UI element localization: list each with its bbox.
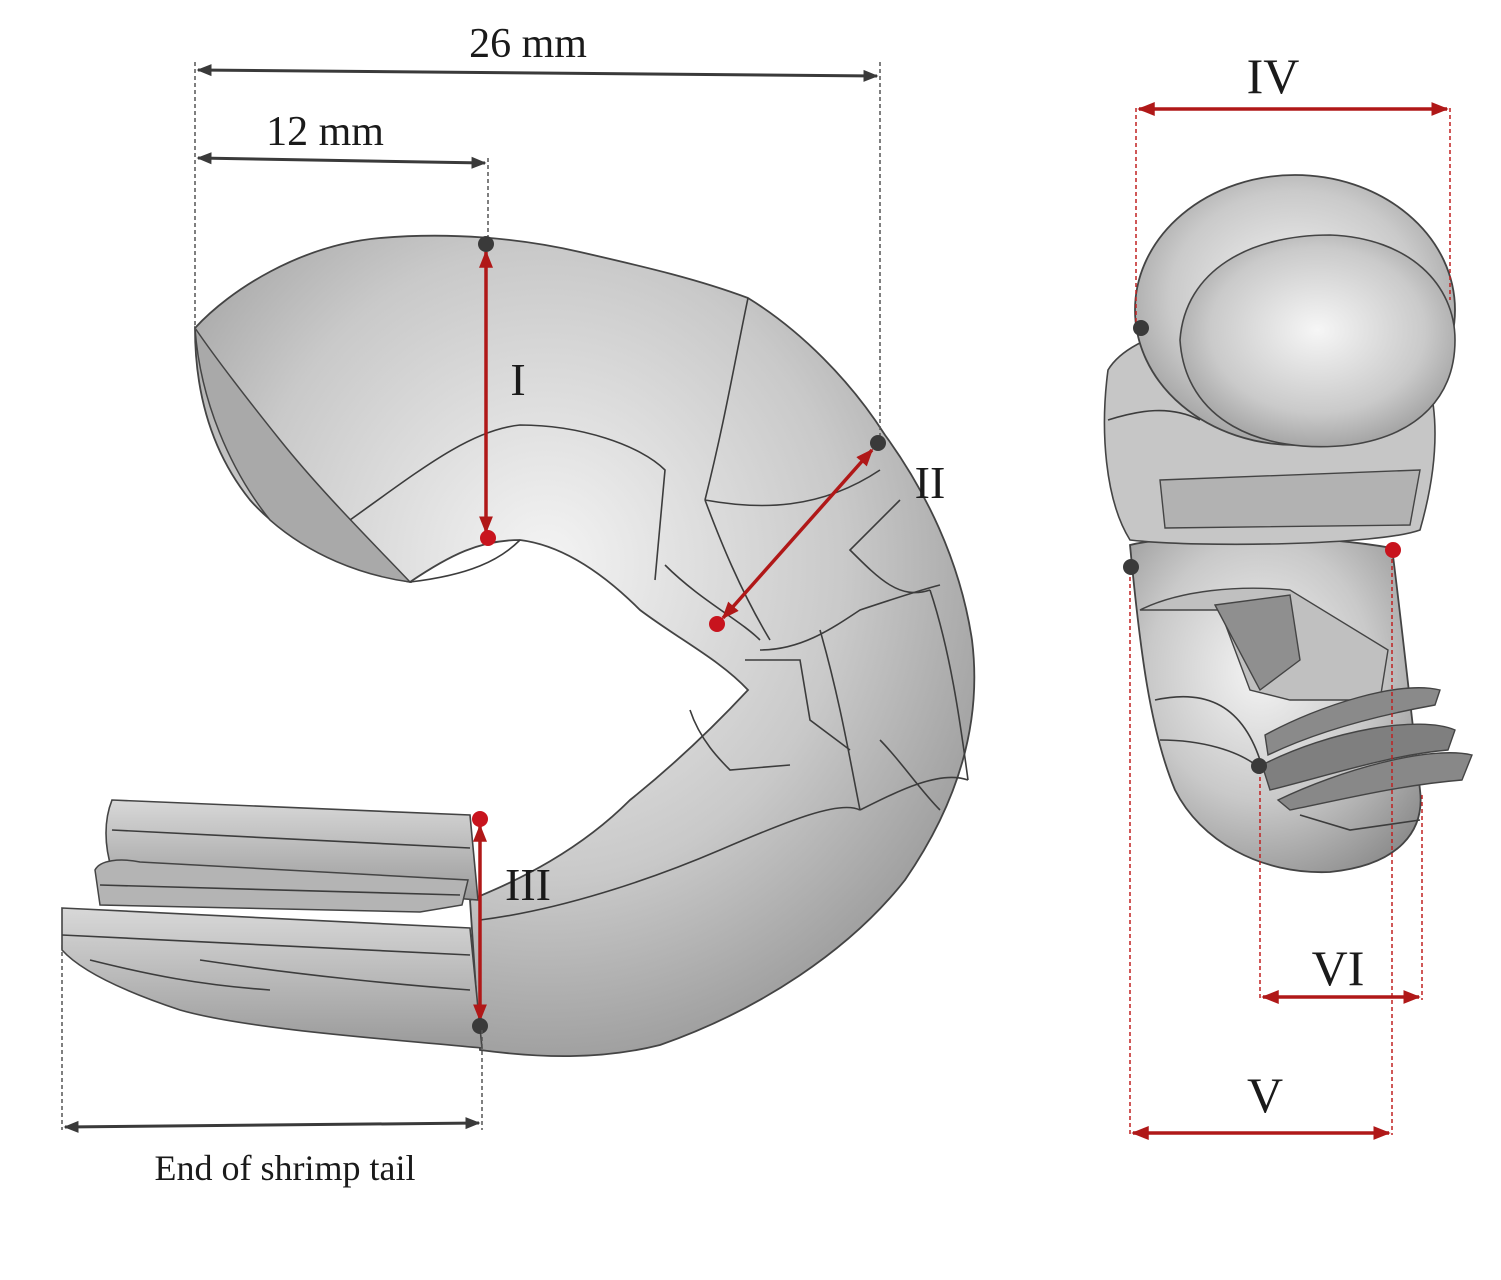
dim-12mm-label: 12 mm — [266, 109, 384, 155]
section-I-top-marker — [478, 236, 494, 252]
dim-26mm-line — [196, 64, 879, 82]
section-II-arrow — [721, 448, 874, 620]
section-VI-marker — [1251, 758, 1267, 774]
section-V-label: V — [1247, 1067, 1283, 1123]
section-II-top-marker — [870, 435, 886, 451]
section-I-bottom-marker — [480, 530, 496, 546]
end-view-plates — [1261, 687, 1473, 831]
shrimp-end-view — [1103, 174, 1473, 873]
section-IV-label: IV — [1247, 48, 1300, 104]
section-IV-marker — [1133, 320, 1149, 336]
dim-tail-end-label: End of shrimp tail — [155, 1148, 416, 1188]
shrimp-side-view — [61, 234, 976, 1058]
dim-tail-end-line — [63, 1117, 481, 1133]
section-III-bottom-marker — [472, 1018, 488, 1034]
section-V-left-marker — [1123, 559, 1139, 575]
section-V-right-marker — [1385, 542, 1401, 558]
section-III-top-marker — [472, 811, 488, 827]
head-cut-face — [194, 325, 413, 584]
shrimp-tail-fan — [61, 799, 483, 1049]
end-view-head-face — [1179, 234, 1456, 448]
dim-26mm-label: 26 mm — [469, 21, 587, 67]
section-III-label: III — [505, 859, 551, 910]
section-II-bottom-marker — [709, 616, 725, 632]
section-VI-label: VI — [1312, 940, 1365, 996]
dim-12mm-line — [196, 152, 487, 169]
section-II-label: II — [915, 457, 946, 508]
section-I-label: I — [510, 354, 525, 405]
